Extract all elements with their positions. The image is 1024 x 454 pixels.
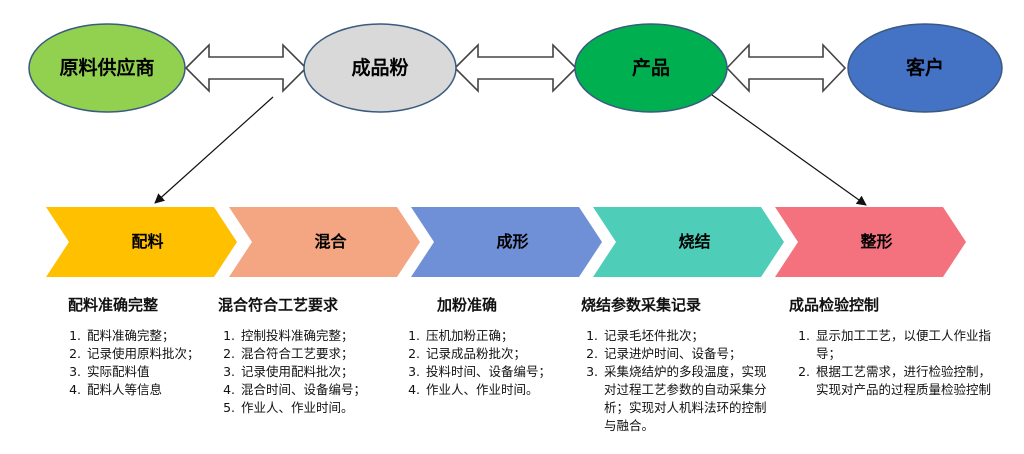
section-title: 成品检验控制 [789,296,880,314]
chevron-mixing [229,207,420,277]
section-list: 压机加粉正确； 记录成品粉批次； 投料时间、设备编号； 作业人、作业时间。 [407,327,577,399]
section-forming: 加粉准确 压机加粉正确； 记录成品粉批次； 投料时间、设备编号； 作业人、作业时… [407,294,577,399]
section-mixing: 混合符合工艺要求 控制投料准确完整； 混合符合工艺要求； 记录使用配料批次； 混… [218,294,397,417]
list-item: 作业人、作业时间。 [239,399,397,417]
node-customer-label: 客户 [905,57,944,79]
section-list: 配料准确完整； 记录使用原料批次； 实际配料值 配料人等信息 [68,327,218,399]
node-product [574,23,728,113]
list-item: 记录进炉时间、设备号； [602,345,775,363]
section-title: 加粉准确 [437,296,498,314]
step-finishing-label: 整形 [860,232,893,251]
list-item: 记录毛坯件批次； [602,327,775,345]
section-finishing: 成品检验控制 显示加工工艺，以便工人作业指导； 根据工艺需求，进行检验控制，实现… [789,294,997,399]
list-item: 混合符合工艺要求； [239,345,397,363]
node-powder [303,23,457,113]
list-item: 混合时间、设备编号； [239,381,397,399]
step-sintering-label: 烧结 [678,232,711,251]
node-supplier-label: 原料供应商 [59,57,155,79]
list-item: 记录成品粉批次； [424,345,577,363]
step-forming-label: 成形 [496,232,529,251]
list-item: 配料准确完整； [85,327,218,345]
list-item: 控制投料准确完整； [239,327,397,345]
section-list: 记录毛坯件批次； 记录进炉时间、设备号； 采集烧结炉的多段温度，实现对过程工艺参… [585,327,775,435]
list-item: 采集烧结炉的多段温度，实现对过程工艺参数的自动采集分析；实现对人机料法环的控制与… [602,363,775,435]
list-item: 记录使用原料批次； [85,345,218,363]
double-arrow-3 [725,43,847,93]
node-customer [847,23,1003,113]
list-item: 配料人等信息 [85,381,218,399]
section-title: 烧结参数采集记录 [581,296,702,314]
node-supplier [28,23,186,113]
section-batching: 配料准确完整 配料准确完整； 记录使用原料批次； 实际配料值 配料人等信息 [68,294,218,399]
list-item: 记录使用配料批次； [239,363,397,381]
double-arrow-1 [184,43,308,93]
double-arrow-2 [453,43,578,93]
connector-powder-to-batching [154,96,274,204]
list-item: 压机加粉正确； [424,327,577,345]
node-powder-label: 成品粉 [351,57,409,79]
list-item: 显示加工工艺，以便工人作业指导； [814,327,997,363]
section-list: 控制投料准确完整； 混合符合工艺要求； 记录使用配料批次； 混合时间、设备编号；… [222,327,397,417]
list-item: 实际配料值 [85,363,218,381]
node-product-label: 产品 [631,57,670,79]
section-title: 混合符合工艺要求 [218,296,339,314]
section-sintering: 烧结参数采集记录 记录毛坯件批次； 记录进炉时间、设备号； 采集烧结炉的多段温度… [581,294,775,435]
chevron-finishing [775,207,966,277]
list-item: 根据工艺需求，进行检验控制，实现对产品的过程质量检验控制 [814,363,997,399]
step-mixing-label: 混合 [314,232,347,251]
connector-product-to-finishing [711,94,867,206]
chevron-sintering [593,207,784,277]
chevron-batching [46,207,237,277]
section-title: 配料准确完整 [68,296,159,314]
list-item: 作业人、作业时间。 [424,381,577,399]
step-batching-label: 配料 [131,232,164,251]
section-list: 显示加工工艺，以便工人作业指导； 根据工艺需求，进行检验控制，实现对产品的过程质… [797,327,997,399]
chevron-forming [411,207,602,277]
list-item: 投料时间、设备编号； [424,363,577,381]
